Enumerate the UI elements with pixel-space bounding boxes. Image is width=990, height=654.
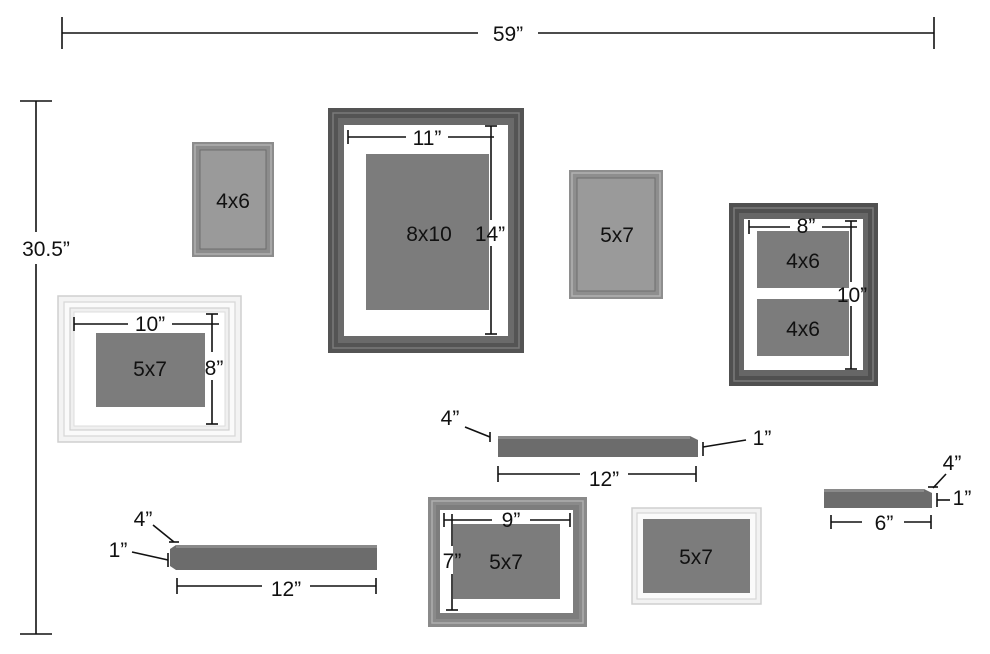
frame-4x6-top-left: 4x6: [192, 142, 274, 257]
shelf-1-length-label: 12”: [589, 468, 619, 491]
frame-1-photo-label: 4x6: [216, 190, 250, 213]
shelf-2-depth-label: 4”: [134, 508, 153, 531]
shelf-left-12in: 4” 1” 12”: [109, 508, 377, 601]
overall-width-dimension: 59”: [61, 17, 935, 49]
frame-5x7-white-small: 5x7: [631, 507, 762, 605]
frame-5-photo-label: 5x7: [133, 358, 167, 381]
shelf-3-depth-label: 4”: [943, 452, 962, 475]
overall-height-dimension: 30.5”: [20, 100, 70, 635]
frame-double-4x6-dark: 4x6 4x6 8” 10”: [729, 203, 878, 386]
frame-5x7-center: 5x7: [569, 170, 663, 299]
frame-4-mat-width-label: 8”: [797, 215, 816, 238]
shelf-3-thickness-label: 1”: [953, 487, 972, 510]
overall-height-label: 30.5”: [22, 238, 70, 261]
frame-8x10-dark: 8x10 11” 14”: [328, 108, 524, 353]
overall-width-label: 59”: [493, 23, 523, 46]
frame-5-mat-width-label: 10”: [135, 313, 165, 336]
frame-6-mat-height-label: 7”: [443, 550, 462, 573]
shelf-3-length-label: 6”: [875, 512, 894, 535]
frame-5x7-gray-matted: 5x7 9” 7”: [428, 497, 587, 627]
shelf-1-depth-label: 4”: [441, 407, 460, 430]
frame-7-photo-label: 5x7: [679, 546, 713, 569]
shelf-center-12in: 4” 1” 12”: [441, 407, 772, 491]
frame-4-mat-height-label: 10”: [837, 284, 867, 307]
frame-6-photo-label: 5x7: [489, 551, 523, 574]
shelf-1-thickness-label: 1”: [753, 427, 772, 450]
shelf-2-thickness-label: 1”: [109, 539, 128, 562]
frame-5-mat-height-label: 8”: [205, 357, 224, 380]
frame-2-photo-label: 8x10: [406, 223, 452, 246]
frame-5x7-white-landscape: 5x7 10” 8”: [57, 295, 242, 443]
frame-3-photo-label: 5x7: [600, 224, 634, 247]
frame-4-photo-bottom-label: 4x6: [786, 318, 820, 341]
shelf-2-length-label: 12”: [271, 578, 301, 601]
frame-2-mat-width-label: 11”: [413, 127, 442, 150]
frame-2-mat-height-label: 14”: [475, 223, 505, 246]
shelf-right-6in: 4” 1” 6”: [824, 452, 971, 535]
frame-4-photo-top-label: 4x6: [786, 250, 820, 273]
frame-6-mat-width-label: 9”: [502, 509, 521, 532]
